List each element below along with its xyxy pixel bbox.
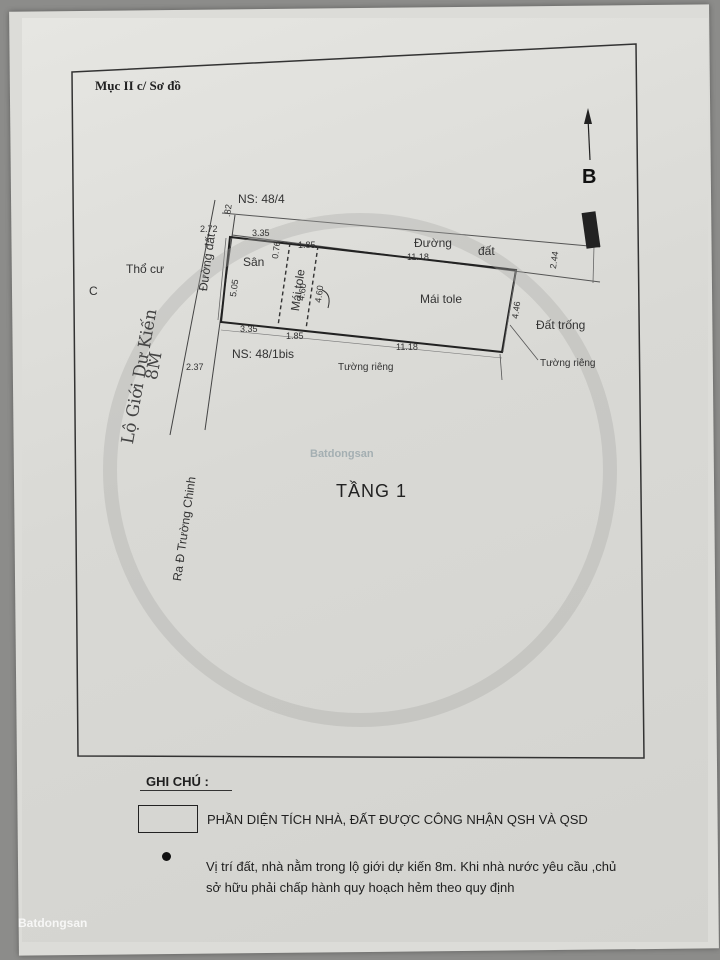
- dim-335-bottom: 3.35: [240, 324, 258, 334]
- legend-box-symbol: [138, 805, 198, 833]
- neighbor-bottom-label: NS: 48/1bis: [232, 347, 295, 361]
- legend-dot-symbol: [162, 852, 171, 861]
- private-wall-label-bottom: Tường riêng: [338, 362, 394, 373]
- road-top-label: Đường: [414, 236, 452, 250]
- document-title: Mục II c/ Sơ đồ: [95, 78, 181, 93]
- yard-label: Sân: [243, 255, 265, 269]
- residential-label: Thổ cư: [126, 262, 165, 276]
- corner-c-label: C: [89, 284, 98, 298]
- dim-line-bottom: [220, 329, 503, 359]
- wall-leader-right: [509, 324, 539, 361]
- wall-leader-bottom: [499, 353, 503, 381]
- neighbor-top-label: NS: 48/4: [238, 192, 285, 206]
- dim-272: 2.72: [200, 224, 218, 234]
- private-wall-label-right: Tường riêng: [540, 358, 596, 369]
- dim-line-left: [217, 237, 227, 321]
- footer-watermark: Batdongsan: [18, 916, 88, 930]
- road-left-line: [169, 199, 216, 436]
- watermark: Batdongsan: [310, 448, 374, 460]
- vacant-land-label: Đất trống: [536, 318, 586, 332]
- dim-line-244: [592, 245, 595, 284]
- stamp-ring: [103, 213, 617, 727]
- drawing-frame: [71, 43, 645, 759]
- dim-1118-top: 11.18: [407, 252, 429, 262]
- legend-heading: GHI CHÚ :: [146, 774, 209, 789]
- dim-82: .82: [222, 203, 234, 218]
- dim-line-right: [502, 269, 517, 353]
- legend-underline: [140, 790, 232, 791]
- legend-item-road-boundary: Vị trí đất, nhà nằm trong lộ giới dự kiế…: [206, 859, 617, 895]
- legend-item-recognized-area: PHẦN DIỆN TÍCH NHÀ, ĐẤT ĐƯỢC CÔNG NHẬN Q…: [207, 812, 588, 827]
- door-symbol: [321, 289, 330, 309]
- lot-outline: [219, 235, 518, 354]
- dim-1118-bottom: 11.18: [396, 342, 418, 352]
- dim-237: 2.37: [186, 362, 204, 372]
- document-page: [22, 18, 708, 942]
- dim-335-top: 3.35: [252, 228, 270, 238]
- road-top-label-2: đất: [478, 244, 495, 258]
- road-top-line: [221, 212, 601, 248]
- north-arrow-head: [584, 108, 592, 124]
- dim-185-top: 1.85: [298, 240, 316, 250]
- roof-main-label: Mái tole: [420, 292, 463, 306]
- north-arrow-shaft: [587, 117, 591, 161]
- north-label: B: [582, 166, 597, 188]
- floor-label: TẦNG 1: [336, 481, 408, 501]
- north-marker: [581, 211, 601, 249]
- dim-185-bottom: 1.85: [286, 331, 304, 341]
